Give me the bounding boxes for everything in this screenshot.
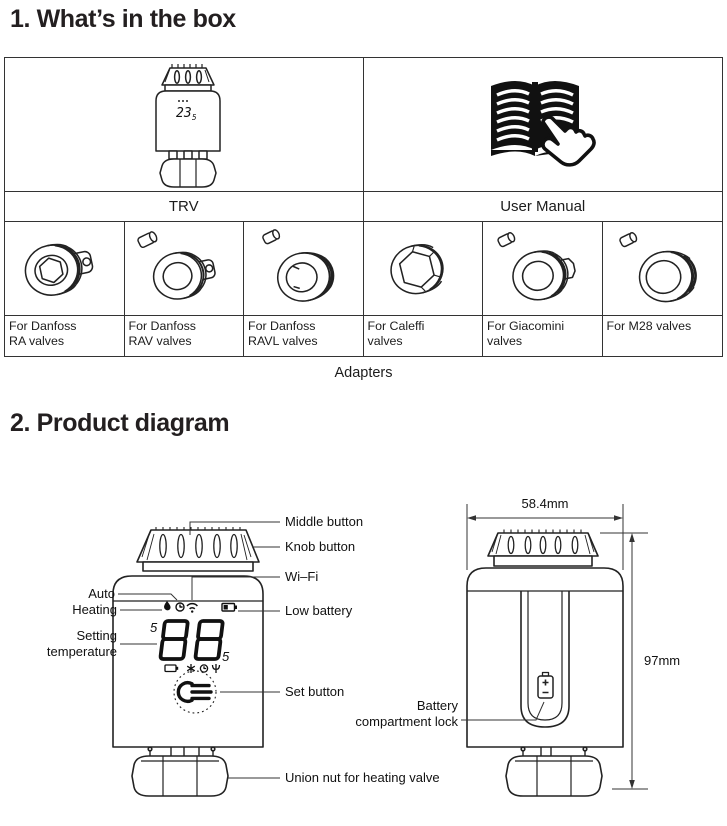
pin-icon — [619, 231, 637, 247]
trv-front-view: 5 5 — [112, 527, 264, 797]
union-nut-part — [131, 746, 229, 797]
trv-rear-view — [466, 529, 624, 797]
adapter-giacomini-illustration — [497, 231, 576, 300]
battery-lock-icon — [537, 671, 554, 699]
callout-set-button: Set button — [285, 684, 345, 699]
trv-image-cell: 23 5 — [5, 58, 364, 192]
section2-heading: 2. Product diagram — [10, 409, 230, 437]
callout-middle-button: Middle button — [285, 514, 364, 529]
pin-icon — [261, 228, 280, 244]
adapter-m28-cell — [602, 222, 722, 316]
manual-label: User Manual — [363, 192, 722, 222]
section1-heading: 1. What’s in the box — [10, 5, 236, 33]
adapter-danfoss-ravl-illustration — [261, 228, 335, 302]
body-front — [112, 575, 264, 748]
callout-battery-lock: Battery compartment lock — [355, 698, 458, 729]
temperature-digits — [158, 619, 225, 661]
wifi-icon — [186, 602, 198, 613]
adapter-danfoss-ra-illustration — [24, 243, 93, 296]
trv-screen-sub: 5 — [192, 113, 197, 122]
trv-screen-digits: 23 — [176, 106, 192, 121]
callout-lines — [118, 521, 545, 779]
set-button-part — [173, 670, 217, 714]
adapter-m28-label: For M28 valves — [606, 319, 692, 333]
heating-flame-icon — [164, 601, 171, 611]
adapter-danfoss-rav-illustration — [137, 230, 216, 300]
pin-icon — [497, 231, 516, 247]
pin-icon — [137, 230, 158, 248]
product-diagram-art: 5 5 — [112, 504, 648, 797]
frost-icon — [186, 664, 196, 673]
whats-in-box-table: 23 5 — [4, 57, 723, 357]
union-nut-part-rear — [505, 746, 603, 797]
callout-union-nut: Union nut for heating valve — [285, 770, 440, 785]
timer-icon — [199, 664, 209, 673]
dimension-lines — [466, 504, 648, 790]
callout-knob-button: Knob button — [285, 539, 356, 554]
dimension-height-label: 97mm — [644, 653, 681, 668]
dimension-width-label: 58.4mm — [521, 496, 569, 511]
knob-button-part — [136, 527, 260, 572]
display: 5 5 — [150, 601, 237, 673]
callout-auto: Auto — [88, 586, 115, 601]
trv-illustration: 23 5 — [155, 63, 221, 188]
battery-compartment — [520, 591, 570, 728]
adapter-caleffi-illustration — [390, 243, 444, 294]
low-battery-icon — [221, 602, 237, 612]
trv-label: TRV — [5, 192, 364, 222]
degree-mark-right: 5 — [222, 649, 230, 664]
callout-setting-temperature: Setting temperature — [46, 628, 117, 659]
hand-pointer-icon — [540, 114, 596, 167]
callout-wifi: Wi–Fi — [285, 569, 319, 584]
body-rear — [466, 567, 624, 748]
callout-heating: Heating — [72, 602, 117, 617]
user-manual-icon — [490, 80, 596, 167]
adapter-caleffi-cell — [363, 222, 483, 316]
product-diagram: 5 5 — [0, 490, 727, 826]
battery-icon — [164, 664, 179, 673]
adapter-ra-cell — [5, 222, 125, 316]
trv-screen: 23 5 — [176, 99, 197, 122]
adapters-caption: Adapters — [334, 365, 393, 381]
manual-image-cell — [363, 58, 722, 192]
adapter-m28-illustration — [619, 231, 697, 302]
auto-clock-icon — [175, 602, 185, 612]
knob-button-part-rear — [487, 529, 599, 567]
adapter-ravl-cell — [244, 222, 364, 316]
degree-mark-left: 5 — [150, 620, 158, 635]
adapter-rav-cell — [124, 222, 244, 316]
holiday-icon — [211, 664, 221, 673]
callout-low-battery: Low battery — [285, 603, 353, 618]
adapter-giacomini-cell — [483, 222, 603, 316]
